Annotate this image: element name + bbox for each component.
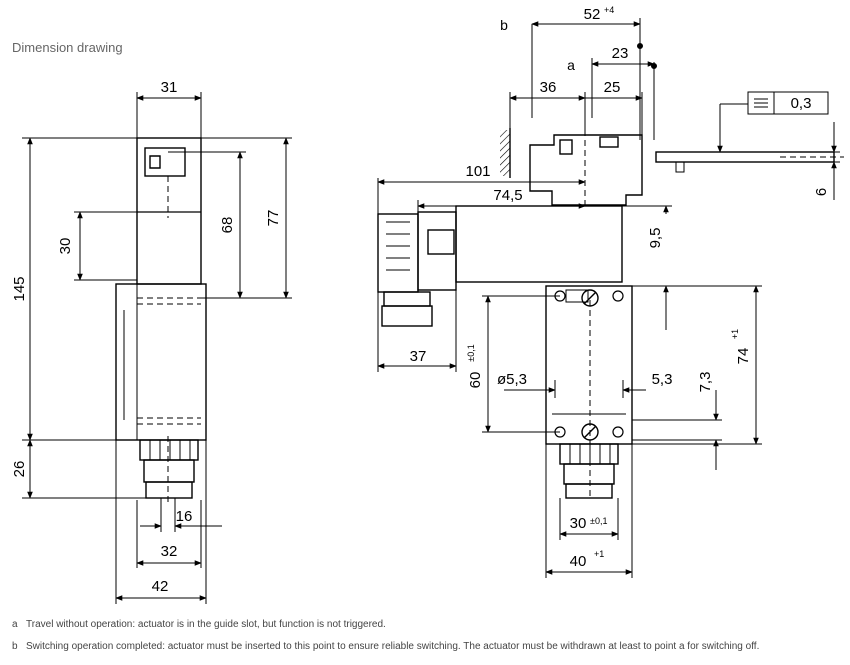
marker-b: b: [500, 17, 508, 33]
dim-77: 77: [265, 210, 282, 227]
dim-74-5: 74,5: [493, 187, 522, 204]
dim-145: 145: [11, 276, 28, 301]
footnote-a-tag: a: [12, 619, 18, 630]
dim-74-tolerance: +1: [730, 329, 740, 339]
dim-5-3: 5,3: [652, 371, 673, 388]
footnote-b-text: Switching operation completed: actuator …: [26, 641, 760, 652]
dim-30-tolerance: ±0,1: [590, 516, 607, 526]
switch-body-front: [545, 285, 633, 445]
side-view-dimensions: [22, 92, 292, 604]
flatness-tolerance: 0,3: [791, 95, 812, 112]
footnote-b: b Switching operation completed: actuator…: [12, 636, 842, 658]
footnote-b-tag: b: [12, 641, 18, 652]
dim-101: 101: [465, 163, 490, 180]
dim-40: 40: [570, 553, 587, 570]
flatness-frame: [747, 91, 829, 115]
dim-37: 37: [410, 348, 427, 365]
dim-74: 74: [735, 348, 752, 365]
dim-40-tolerance: +1: [594, 549, 604, 559]
front-view: [377, 103, 844, 500]
marker-a: a: [567, 57, 575, 73]
dim-32: 32: [161, 543, 178, 560]
dim-6: 6: [813, 188, 830, 196]
dim-30: 30: [57, 238, 74, 255]
actuator-slot: [144, 147, 186, 177]
dim-25: 25: [604, 79, 621, 96]
dim-9-5: 9,5: [647, 228, 664, 249]
dim-hole-5-3: ø5,3: [497, 371, 527, 388]
front-view-dimensions: [377, 18, 840, 578]
dim-31: 31: [161, 79, 178, 96]
actuator-side: [655, 151, 835, 163]
dim-60-tolerance: ±0,1: [466, 344, 476, 361]
footnotes: a Travel without operation: actuator is i…: [12, 614, 842, 658]
switch-head: [136, 137, 202, 285]
dim-7-3: 7,3: [697, 372, 714, 393]
dim-16: 16: [176, 508, 193, 525]
connector: [377, 213, 419, 293]
dim-36: 36: [540, 79, 557, 96]
dim-42: 42: [152, 578, 169, 595]
dim-52: 52: [584, 6, 601, 23]
head-housing: [455, 205, 623, 283]
footnote-a: a Travel without operation: actuator is i…: [12, 614, 842, 636]
dim-60: 60: [467, 372, 484, 389]
page-heading: Dimension drawing: [12, 40, 123, 55]
dim-30-front: 30: [570, 515, 587, 532]
dim-26: 26: [11, 461, 28, 478]
switch-body: [115, 283, 207, 441]
dim-52-tolerance: +4: [604, 5, 614, 15]
dim-68: 68: [219, 217, 236, 234]
dim-23: 23: [612, 45, 629, 62]
dimension-drawing: 31 145 30 68 77 26 16 32 42: [11, 5, 844, 604]
side-view: [115, 137, 207, 504]
footnote-a-text: Travel without operation: actuator is in…: [26, 619, 386, 630]
actuator: [529, 134, 643, 206]
